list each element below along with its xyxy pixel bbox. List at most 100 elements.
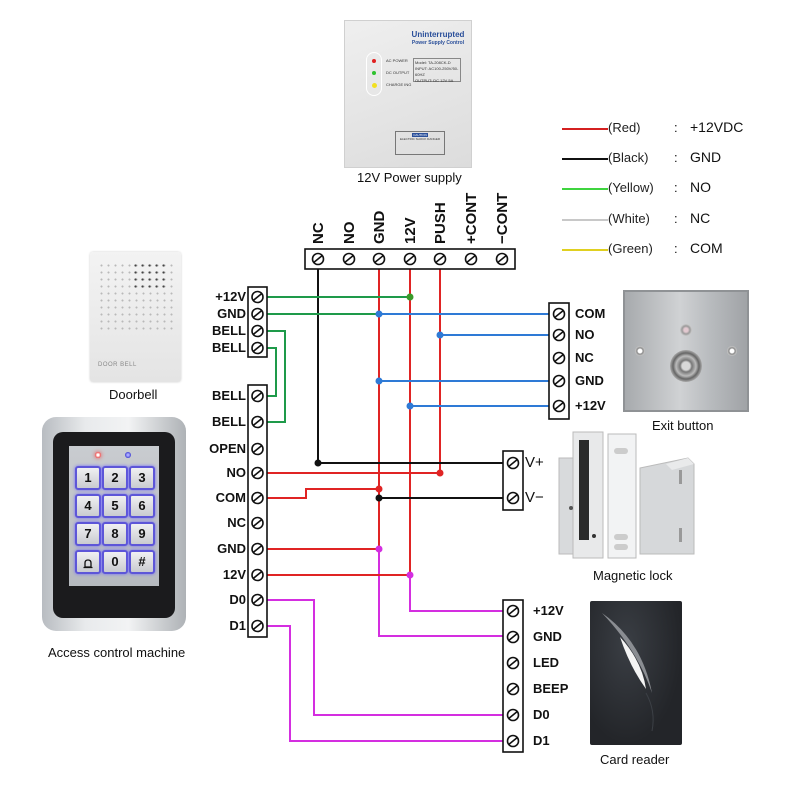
card-reader-caption: Card reader: [600, 752, 670, 767]
red-status-led: [95, 452, 101, 458]
card-reader-terminal-label: D0: [533, 707, 550, 722]
legend-color-name: (Green): [608, 241, 653, 256]
charging-label: CHARGE ING: [386, 82, 412, 87]
exit-terminal-label: +12V: [575, 398, 606, 413]
caution-label: CAUTION ELECTRIC SHOCK DANGER: [395, 131, 445, 155]
terminal-screw-icon: [506, 491, 520, 505]
junction-dot: [436, 469, 444, 477]
terminal-screw-icon: [506, 604, 520, 618]
legend-separator: :: [674, 211, 678, 226]
key-6: 6: [129, 494, 155, 518]
terminal-screw-icon: [433, 252, 447, 266]
key-hash: #: [129, 550, 155, 574]
doorbell-bell-wire-1: [267, 330, 286, 423]
legend-meaning: NO: [690, 179, 711, 195]
legend-color-name: (White): [608, 211, 650, 226]
doorbell-terminal-label: BELL: [212, 323, 246, 338]
doorbell-terminal-block: [247, 286, 268, 358]
key-9: 9: [129, 522, 155, 546]
legend-meaning: NC: [690, 210, 711, 226]
terminal-screw-icon: [251, 389, 264, 403]
screw-hole-right: [727, 346, 737, 356]
d0-wire: [267, 599, 503, 716]
power-supply-caption: 12V Power supply: [357, 170, 462, 185]
psu-terminal-label: −CONT: [494, 192, 511, 244]
speaker-grill-holes: [132, 262, 168, 290]
terminal-screw-icon: [251, 324, 264, 338]
green-swatch: [562, 249, 608, 251]
junction-dot: [375, 545, 383, 553]
key-0: 0: [102, 550, 128, 574]
access-terminal-label: BELL: [212, 388, 246, 403]
doorbell-bell-wire-2: [267, 347, 277, 397]
access-terminal-label: D1: [229, 618, 246, 633]
access-terminal-label: GND: [217, 541, 246, 556]
dc-output-label: DC OUTPUT: [386, 70, 410, 75]
terminal-screw-icon: [372, 252, 386, 266]
card-reader-swoosh-icon: [602, 613, 654, 732]
key-switch-icon: [670, 350, 702, 382]
magnetic-lock-terminal-label: V−: [525, 489, 544, 506]
charging-led: [372, 83, 377, 88]
terminal-screw-icon: [251, 516, 264, 530]
key-7: 7: [75, 522, 101, 546]
key-4: 4: [75, 494, 101, 518]
wire-color-legend: (Red) : +12VDC (Black) : GND (Yellow) : …: [562, 118, 782, 263]
terminal-screw-icon: [251, 491, 264, 505]
terminal-screw-icon: [552, 351, 566, 365]
power-supply-subtitle: Power Supply Control: [411, 40, 465, 46]
card-reader-terminal-label: BEEP: [533, 681, 569, 696]
exit-button-image: [623, 290, 749, 412]
terminal-screw-icon: [251, 466, 264, 480]
junction-dot: [436, 331, 444, 339]
legend-color-name: (Yellow): [608, 180, 654, 195]
terminal-screw-icon: [506, 682, 520, 696]
exit-terminal-label: NO: [575, 327, 595, 342]
terminal-screw-icon: [251, 341, 264, 355]
junction-dot: [375, 494, 383, 502]
dc-output-led: [372, 71, 376, 75]
terminal-screw-icon: [251, 619, 264, 633]
terminal-screw-icon: [495, 252, 509, 266]
indicator-lens: [680, 324, 692, 336]
d1-wire: [267, 625, 503, 742]
junction-dot: [406, 402, 414, 410]
spec-output: OUTPUT: DC 12V 5A: [415, 78, 454, 83]
magnet-face: [579, 440, 589, 540]
legend-meaning: GND: [690, 149, 722, 165]
psu-terminal-block: [304, 248, 516, 270]
terminal-screw-icon: [506, 708, 520, 722]
legend-separator: :: [674, 180, 678, 195]
junction-dot: [375, 310, 383, 318]
card-reader-terminal-block: [502, 599, 524, 753]
12v-to-card-reader-wire: [409, 267, 503, 612]
doorbell-terminal-label: BELL: [212, 340, 246, 355]
terminal-screw-icon: [552, 307, 566, 321]
card-reader-terminal-label: LED: [533, 655, 559, 670]
doorbell-device-text: DOOR BELL: [98, 362, 137, 368]
psu-terminal-label: NO: [341, 221, 358, 245]
terminal-screw-icon: [506, 656, 520, 670]
key-2: 2: [102, 466, 128, 490]
white-swatch: [562, 219, 608, 221]
doorbell-terminal-label: +12V: [215, 289, 246, 304]
key-bell: [75, 550, 101, 574]
exit-button-caption: Exit button: [652, 418, 714, 433]
access-terminal-label: NC: [227, 515, 246, 530]
ac-power-label: AC POWER: [386, 58, 408, 63]
terminal-screw-icon: [552, 374, 566, 388]
exit-terminal-label: GND: [575, 373, 604, 388]
legend-separator: :: [674, 241, 678, 256]
junction-dot: [375, 485, 383, 493]
ac-com-to-gnd-wire: [267, 488, 379, 499]
magnetic-lock-caption: Magnetic lock: [593, 568, 673, 583]
ac-power-led: [372, 59, 376, 63]
access-terminal-label: COM: [215, 490, 246, 505]
doorbell-image: DOOR BELL: [90, 252, 181, 382]
terminal-screw-icon: [342, 252, 356, 266]
legend-separator: :: [674, 150, 678, 165]
caution-subtitle: ELECTRIC SHOCK DANGER: [399, 137, 440, 141]
terminal-screw-icon: [251, 542, 264, 556]
